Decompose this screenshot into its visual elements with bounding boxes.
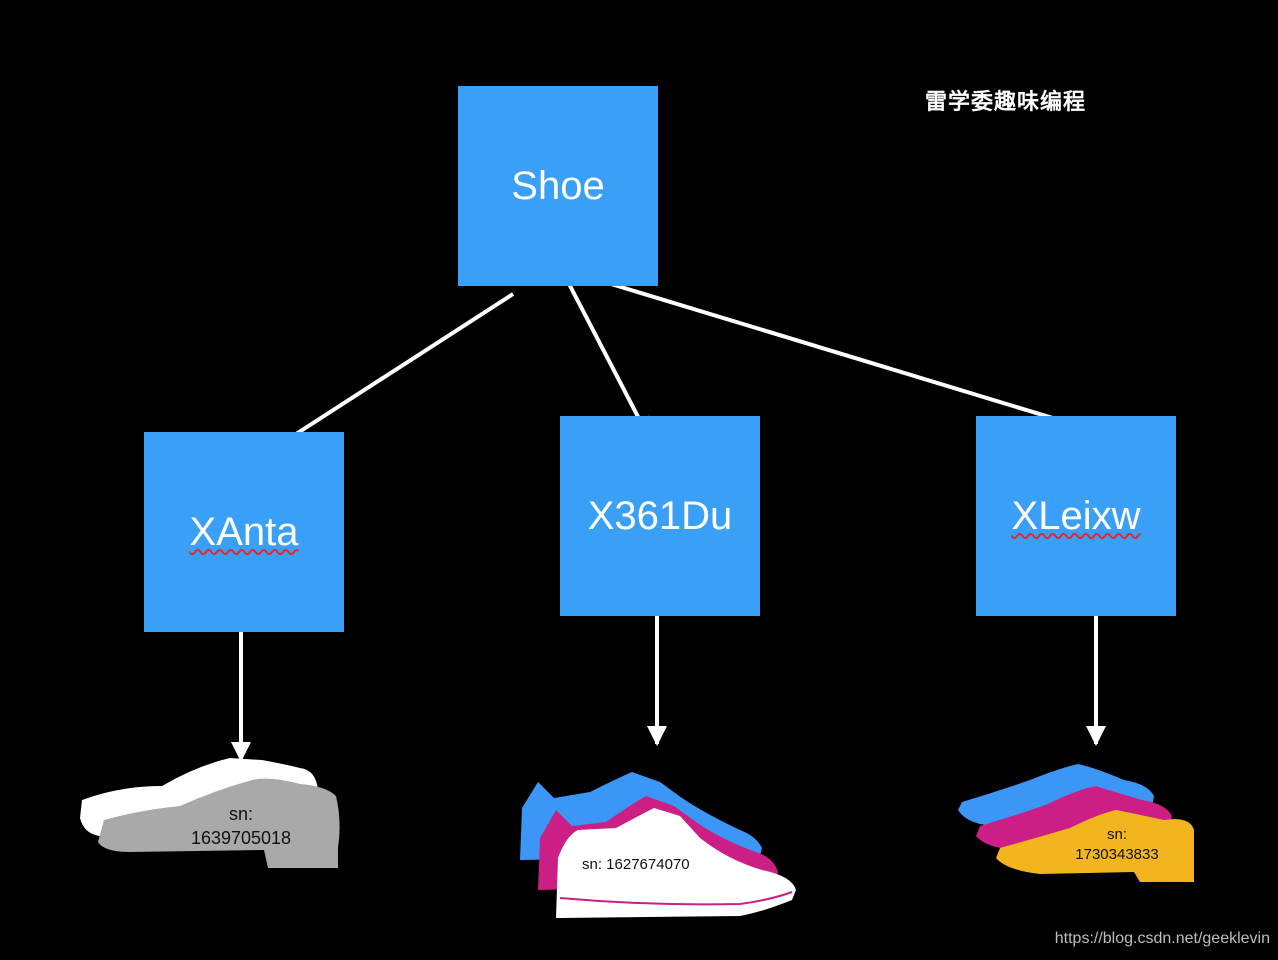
x361du-shoes-illustration: [520, 772, 796, 918]
arrow-shoe-to-xleixw: [597, 278, 1114, 441]
xleixw-class-label: XLeixw: [1011, 493, 1141, 538]
white-sneaker: [556, 808, 796, 918]
x361du-class-box: X361Du: [560, 416, 760, 616]
xanta-class-label: XAnta: [189, 509, 299, 554]
xanta-serial-number: 1639705018: [190, 828, 292, 848]
gray-dress-shoe: [98, 778, 340, 868]
xanta-shoes-illustration: [80, 758, 340, 868]
shoe-class-label: Shoe: [511, 163, 605, 208]
arrow-shoe-to-xanta: [260, 292, 515, 458]
x361du-class-label: X361Du: [587, 493, 733, 538]
arrow-shoe-to-x361du: [565, 279, 650, 438]
yellow-dress-shoe: [996, 810, 1194, 882]
blog-url-watermark: https://blog.csdn.net/geeklevin: [1054, 930, 1270, 947]
xleixw-serial-label: sn:: [1106, 826, 1127, 843]
xleixw-serial: sn: 1730343833: [1062, 825, 1172, 865]
author-watermark: 雷学委趣味编程: [925, 90, 1087, 115]
xanta-serial: sn: 1639705018: [176, 802, 306, 850]
xleixw-class-box: XLeixw: [976, 416, 1176, 616]
xanta-class-box: XAnta: [144, 432, 344, 632]
xanta-serial-label: sn:: [228, 804, 253, 824]
x361du-serial: sn: 1627674070: [582, 856, 712, 873]
shoe-class-box: Shoe: [458, 86, 658, 286]
xleixw-serial-number: 1730343833: [1075, 846, 1159, 863]
x361du-serial-text: sn: 1627674070: [582, 856, 690, 873]
xleixw-shoes-illustration: [958, 764, 1194, 882]
white-sneaker-stripe: [559, 891, 793, 906]
